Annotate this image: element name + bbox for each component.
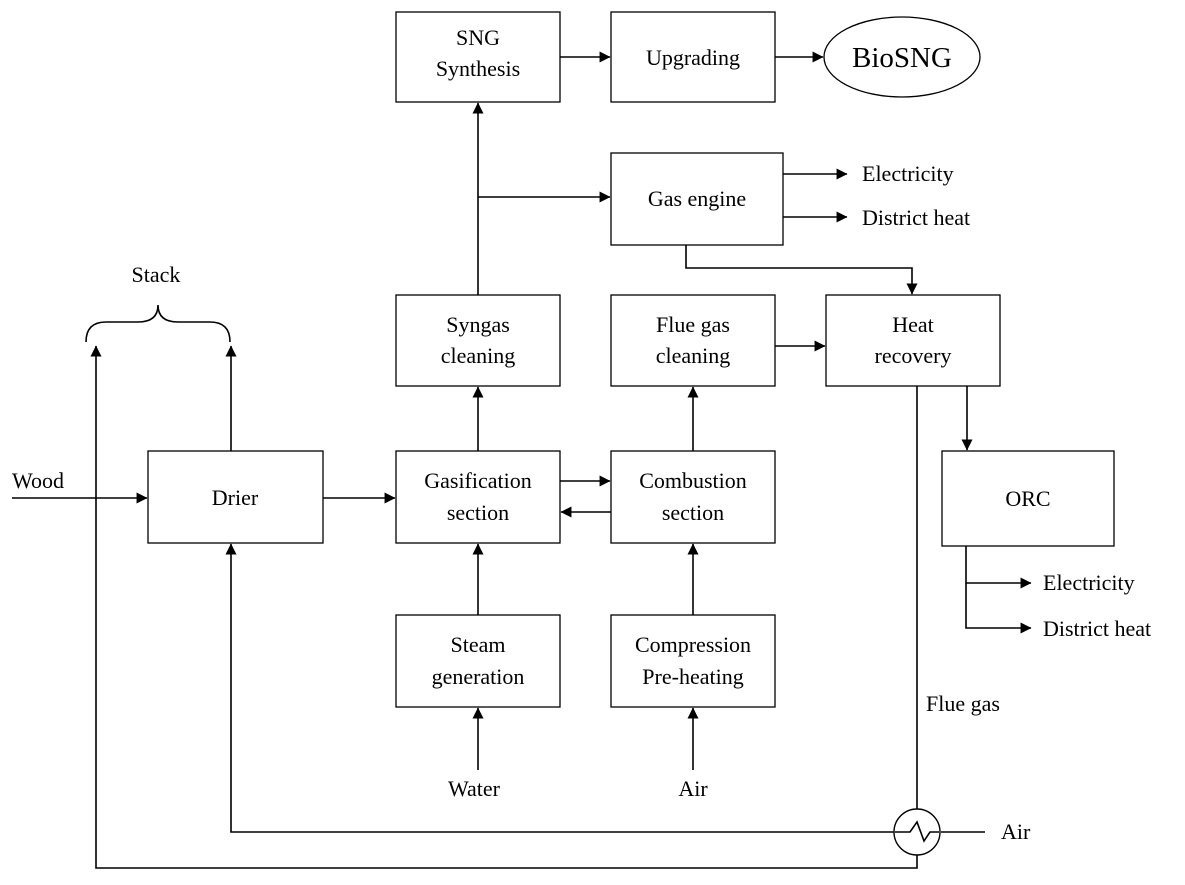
- combustion-section-box: Combustion section: [610, 450, 776, 544]
- syngas-cleaning-label-line2: cleaning: [441, 343, 516, 368]
- wood-label: Wood: [12, 468, 64, 493]
- compression-preheating-label-line1: Compression: [635, 632, 751, 657]
- arrow-orc-district-heat: [965, 583, 1032, 634]
- engine-district-heat-label: District heat: [862, 205, 970, 230]
- sng-synthesis-label-line2: Synthesis: [436, 56, 520, 81]
- steam-generation-box: Steam generation: [395, 614, 561, 708]
- flue-gas-label: Flue gas: [926, 691, 1000, 716]
- stack-brace: [85, 304, 231, 343]
- heat-recovery-label-line2: recovery: [875, 343, 952, 368]
- biosng-label: BioSNG: [852, 42, 952, 74]
- heat-recovery-box: Heat recovery: [825, 294, 1001, 387]
- upgrading-label: Upgrading: [646, 45, 740, 70]
- flue-gas-cleaning-label-line1: Flue gas: [656, 312, 730, 337]
- steam-generation-label-line1: Steam: [451, 632, 506, 657]
- heat-recovery-label-line1: Heat: [892, 312, 934, 337]
- combustion-section-label-line2: section: [662, 500, 724, 525]
- air-label-compression: Air: [678, 776, 708, 801]
- flue-gas-cleaning-label-line2: cleaning: [656, 343, 731, 368]
- syngas-cleaning-box: Syngas cleaning: [395, 294, 561, 387]
- combustion-section-label-line1: Combustion: [639, 468, 747, 493]
- gas-engine-label: Gas engine: [648, 186, 746, 211]
- orc-label: ORC: [1005, 486, 1050, 511]
- gasification-section-label-line1: Gasification: [424, 468, 532, 493]
- orc-electricity-label: Electricity: [1043, 570, 1135, 595]
- arrow-heat-exchanger-to-drier: [225, 543, 895, 833]
- arrow-flue-gas-to-stack: [90, 345, 918, 869]
- flue-gas-cleaning-box: Flue gas cleaning: [610, 294, 776, 387]
- upgrading-box: Upgrading: [610, 11, 776, 103]
- drier-label: Drier: [212, 485, 259, 510]
- compression-preheating-box: Compression Pre-heating: [610, 614, 776, 708]
- syngas-cleaning-label-line1: Syngas: [446, 312, 510, 337]
- biosng-product: BioSNG: [823, 16, 981, 98]
- drier-box: Drier: [147, 450, 324, 544]
- arrow-engine-to-heat-recovery: [685, 245, 918, 295]
- gasification-section-label-line2: section: [447, 500, 509, 525]
- air-label-exchanger: Air: [1001, 819, 1031, 844]
- gas-engine-box: Gas engine: [610, 152, 784, 246]
- orc-box: ORC: [941, 450, 1115, 547]
- steam-generation-label-line2: generation: [432, 664, 525, 689]
- sng-synthesis-box: SNG Synthesis: [395, 11, 561, 103]
- engine-electricity-label: Electricity: [862, 161, 954, 186]
- arrow-orc-electricity: [965, 546, 1032, 589]
- water-label: Water: [448, 776, 501, 801]
- heat-exchanger-icon: [893, 808, 941, 856]
- orc-district-heat-label: District heat: [1043, 616, 1151, 641]
- stack-label: Stack: [132, 262, 181, 287]
- sng-synthesis-label-line1: SNG: [456, 25, 500, 50]
- compression-preheating-label-line2: Pre-heating: [642, 664, 743, 689]
- gasification-section-box: Gasification section: [395, 450, 561, 544]
